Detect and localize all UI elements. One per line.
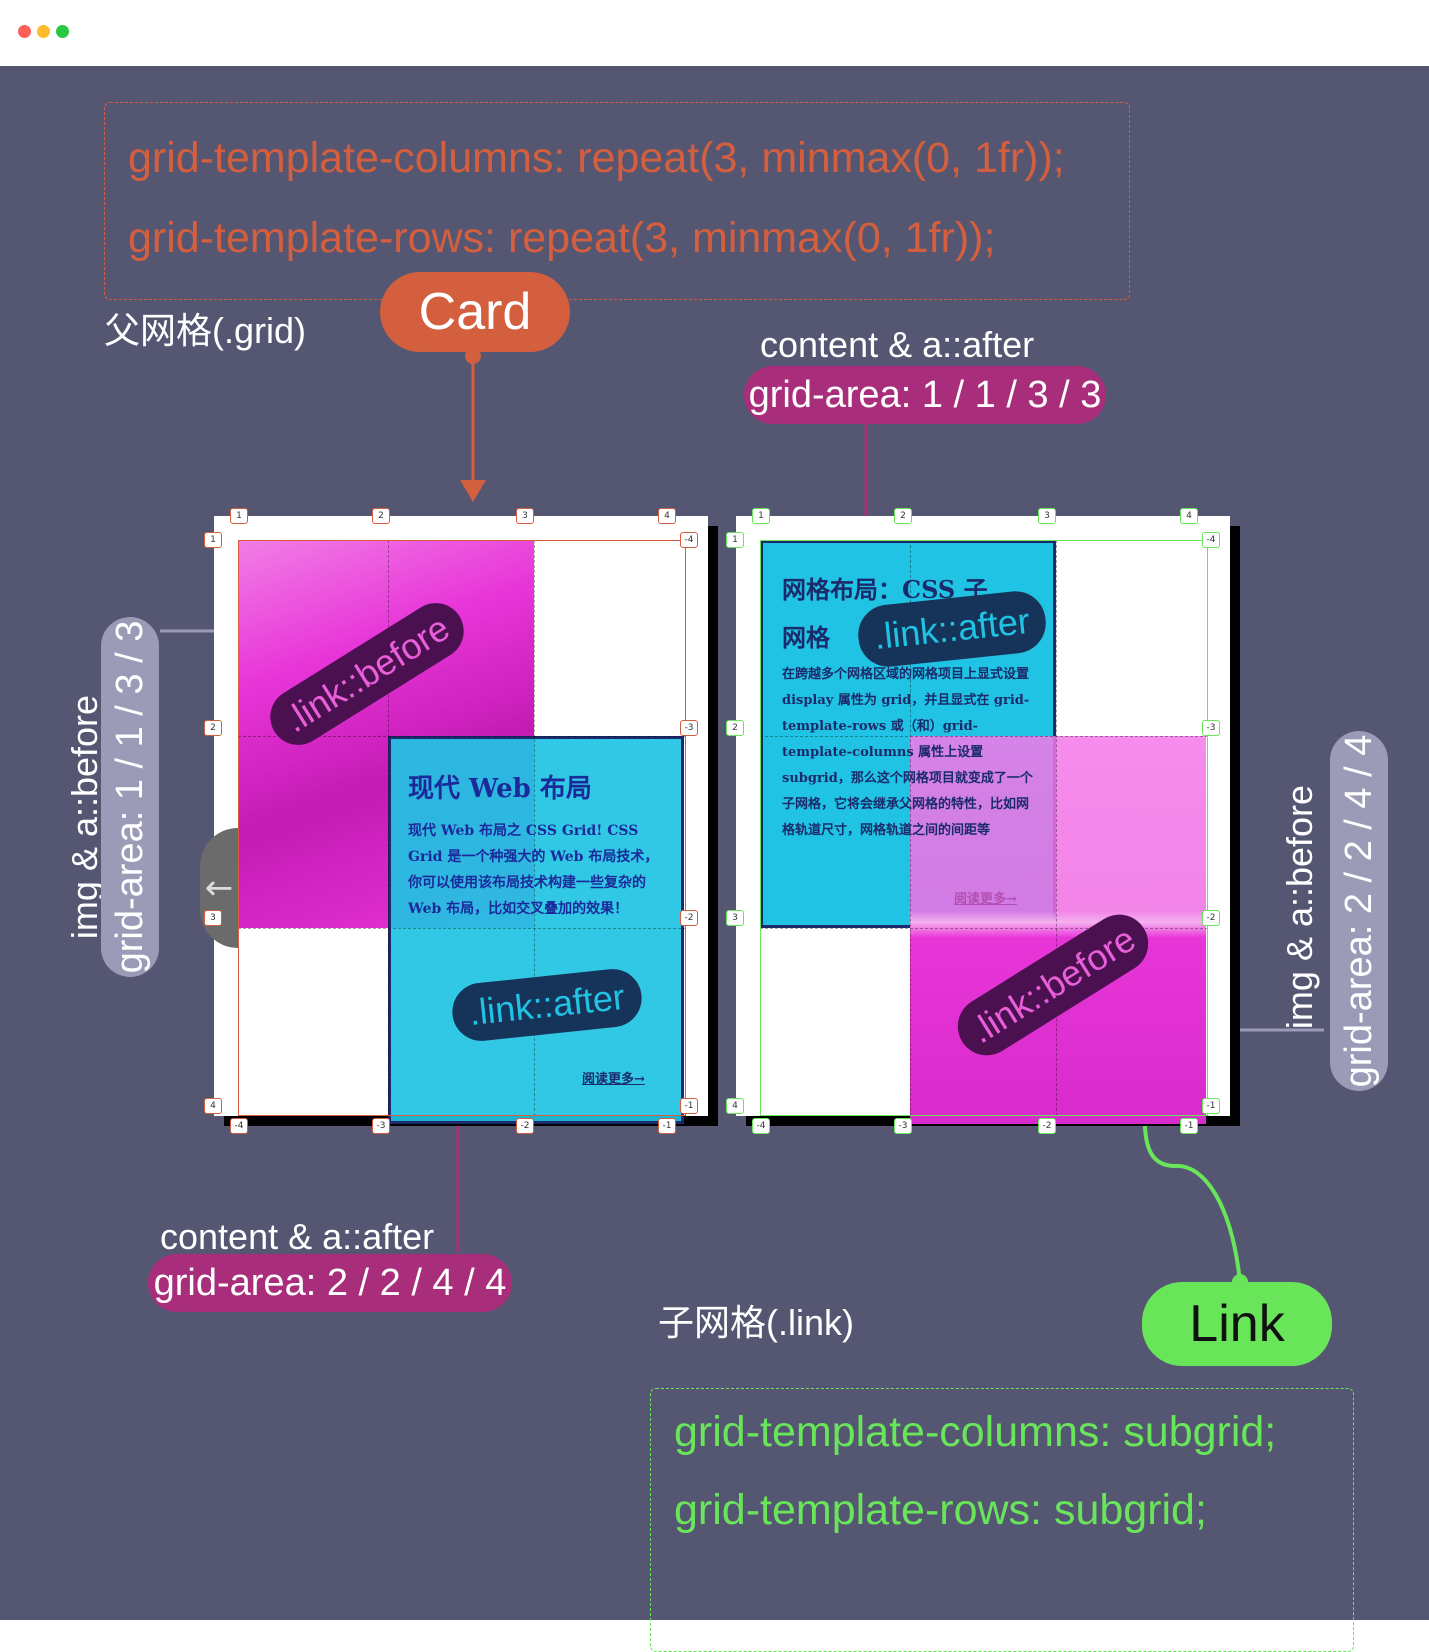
left-card-content: [388, 736, 684, 1124]
grid-line-number: 2: [726, 720, 744, 736]
grid-line-number: 3: [516, 508, 534, 524]
grid-line-number: 1: [204, 532, 222, 548]
top-right-caption: content & a::after: [760, 324, 1035, 365]
left-card-back-tab[interactable]: ←: [200, 828, 238, 948]
right-card-image: [910, 736, 1206, 1124]
right-card: 网格布局：CSS 子 网格 在跨越多个网格区域的网格项目上显式设置 displa…: [726, 508, 1230, 1134]
child-grid-rows-code: grid-template-rows: subgrid;: [674, 1486, 1207, 1534]
grid-line-number: -2: [516, 1118, 534, 1134]
grid-line-number: -1: [680, 1098, 698, 1114]
grid-line-number: -1: [1202, 1098, 1220, 1114]
grid-line-number: -2: [1202, 910, 1220, 926]
grid-line-number: -4: [752, 1118, 770, 1134]
right-grid-area-pill: grid-area: 2 / 2 / 4 / 4: [1330, 731, 1388, 1091]
left-card-body: 现代 Web 布局之 CSS Grid! CSS Grid 是一个种强大的 We…: [408, 823, 659, 917]
window-titlebar: [0, 0, 1429, 66]
parent-grid-code-box: [104, 102, 1130, 300]
grid-line-number: -4: [1202, 532, 1220, 548]
grid-line-number: -1: [658, 1118, 676, 1134]
bottom-grid-area-pill: grid-area: 2 / 2 / 4 / 4: [148, 1254, 512, 1312]
grid-line-number: 2: [204, 720, 222, 736]
grid-line-number: 3: [1038, 508, 1056, 524]
parent-grid-columns-code: grid-template-columns: repeat(3, minmax(…: [128, 134, 1065, 182]
child-grid-columns-code: grid-template-columns: subgrid;: [674, 1408, 1277, 1456]
grid-line-number: 1: [726, 532, 744, 548]
grid-line-number: 1: [230, 508, 248, 524]
grid-line-number: 4: [204, 1098, 222, 1114]
child-grid-label: 子网格(.link): [658, 1302, 854, 1343]
left-caption: img & a::before: [64, 694, 105, 940]
right-card-title-line-2: 网格: [782, 623, 830, 652]
grid-line-number: -2: [1038, 1118, 1056, 1134]
link-pill: Link: [1142, 1282, 1332, 1366]
left-card-read-more[interactable]: 阅读更多→: [582, 1072, 645, 1087]
bottom-caption: content & a::after: [160, 1216, 435, 1257]
parent-grid-label: 父网格(.grid): [104, 310, 307, 351]
close-window-dot[interactable]: [18, 25, 31, 38]
top-right-grid-area-pill: grid-area: 1 / 1 / 3 / 3: [744, 366, 1106, 424]
grid-line-number: -3: [1202, 720, 1220, 736]
grid-line-number: -3: [372, 1118, 390, 1134]
left-card: 现代 Web 布局 现代 Web 布局之 CSS Grid! CSS Grid …: [200, 508, 708, 1134]
grid-line-number: -4: [680, 532, 698, 548]
right-card-body: 在跨越多个网格区域的网格项目上显式设置 display 属性为 grid，并且显…: [782, 667, 1033, 838]
grid-line-number: -3: [680, 720, 698, 736]
grid-line-number: 4: [726, 1098, 744, 1114]
right-caption: img & a::before: [1279, 784, 1320, 1030]
right-card-read-more[interactable]: 阅读更多→: [954, 892, 1017, 907]
grid-line-number: 3: [726, 910, 744, 926]
grid-line-number: 2: [894, 508, 912, 524]
grid-line-number: -1: [1180, 1118, 1198, 1134]
grid-line-number: 1: [752, 508, 770, 524]
grid-line-number: -3: [894, 1118, 912, 1134]
arrow-left-icon: ←: [204, 868, 234, 908]
grid-line-number: 4: [1180, 508, 1198, 524]
parent-grid-rows-code: grid-template-rows: repeat(3, minmax(0, …: [128, 214, 996, 262]
grid-line-number: 2: [372, 508, 390, 524]
maximize-window-dot[interactable]: [56, 25, 69, 38]
diagram-canvas: grid-template-columns: repeat(3, minmax(…: [0, 66, 1429, 1652]
grid-line-number: 3: [204, 910, 222, 926]
card-pill: Card: [380, 272, 570, 352]
left-grid-area-pill: grid-area: 1 / 1 / 3 / 3: [101, 617, 159, 977]
left-card-title: 现代 Web 布局: [408, 774, 592, 804]
grid-line-number: 4: [658, 508, 676, 524]
grid-line-number: -4: [230, 1118, 248, 1134]
grid-line-number: -2: [680, 910, 698, 926]
minimize-window-dot[interactable]: [37, 25, 50, 38]
